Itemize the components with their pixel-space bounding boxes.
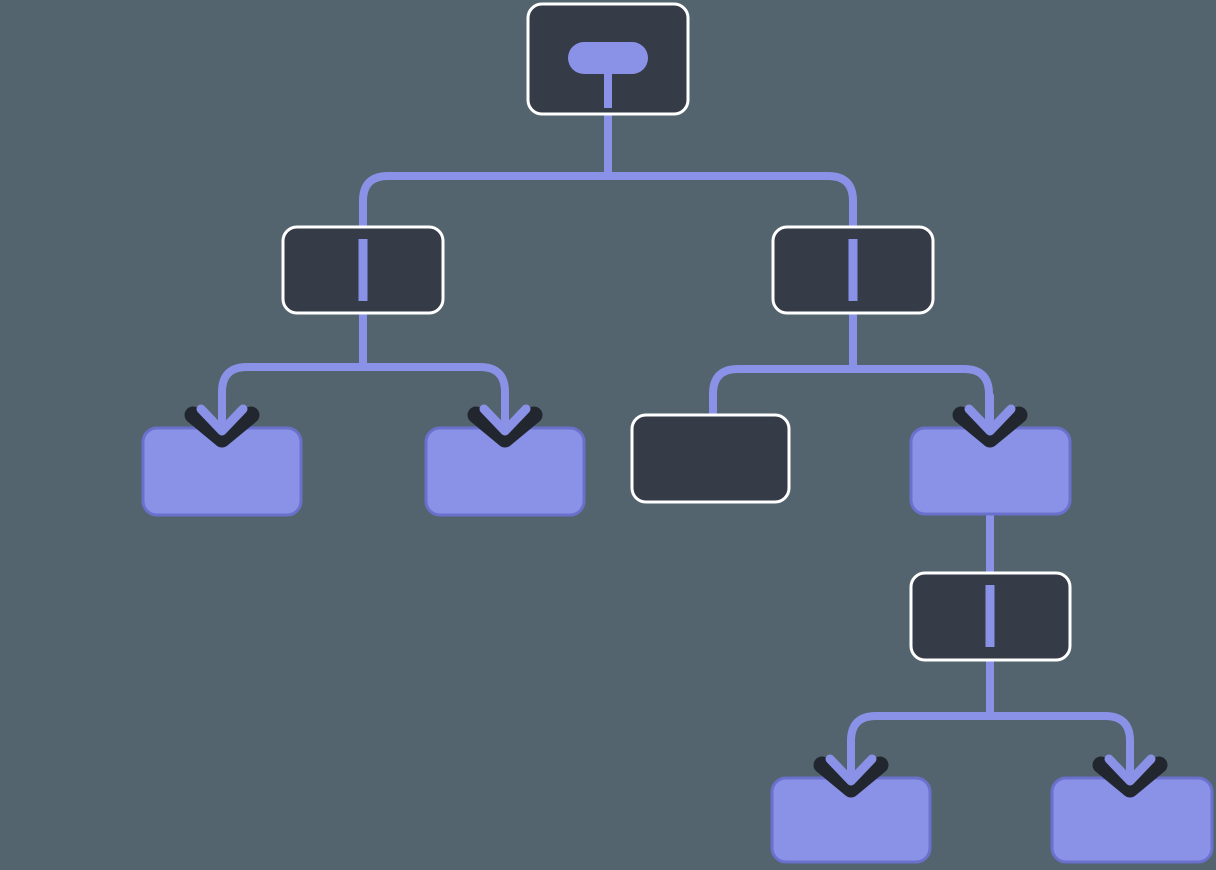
arrow-down-icon [813,742,889,798]
arrow-chevron-dark [952,406,1028,448]
dark-leaf-node[interactable] [630,413,791,504]
arrow-head [1104,754,1156,786]
capsule-icon [568,42,648,74]
arrow-head [479,404,531,436]
node-layer [141,2,1214,864]
connector-layer [218,114,1134,780]
arrow-chevron-dark [184,406,260,448]
arrow-down-icon [467,392,543,448]
arrow-down-icon [952,392,1028,448]
arrow-chevron-dark [1092,756,1168,798]
arrow-down-icon [184,392,260,448]
arrow-layer [184,392,1168,798]
arrow-head [825,754,877,786]
arrow-chevron-dark [467,406,543,448]
arrow-head [964,404,1016,436]
arrow-down-icon [1092,742,1168,798]
connector-right-subtree-rail [709,365,993,430]
connector-level1-rail [359,172,857,230]
connector-left-subtree-rail [218,363,509,430]
arrow-head [196,404,248,436]
connector-bottom-rail [847,712,1134,780]
arrow-chevron-dark [813,756,889,798]
